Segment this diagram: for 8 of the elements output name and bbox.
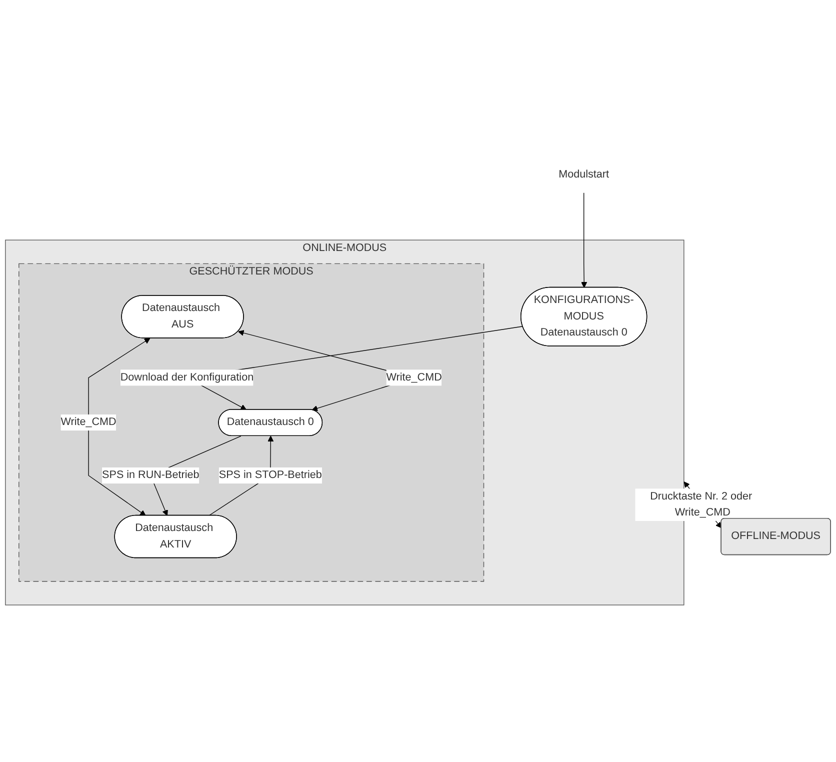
edge-label: Write_CMD xyxy=(386,372,442,384)
arrow xyxy=(88,338,150,516)
edge-label: SPS in RUN-Betrieb xyxy=(102,470,200,482)
edge-label: Download der Konfiguration xyxy=(120,372,254,384)
arrow xyxy=(581,192,588,288)
edge-label: SPS in STOP-Betrieb xyxy=(218,470,322,482)
node-text: Modulstart xyxy=(558,168,610,180)
edge-label: Write_CMD xyxy=(60,416,116,428)
